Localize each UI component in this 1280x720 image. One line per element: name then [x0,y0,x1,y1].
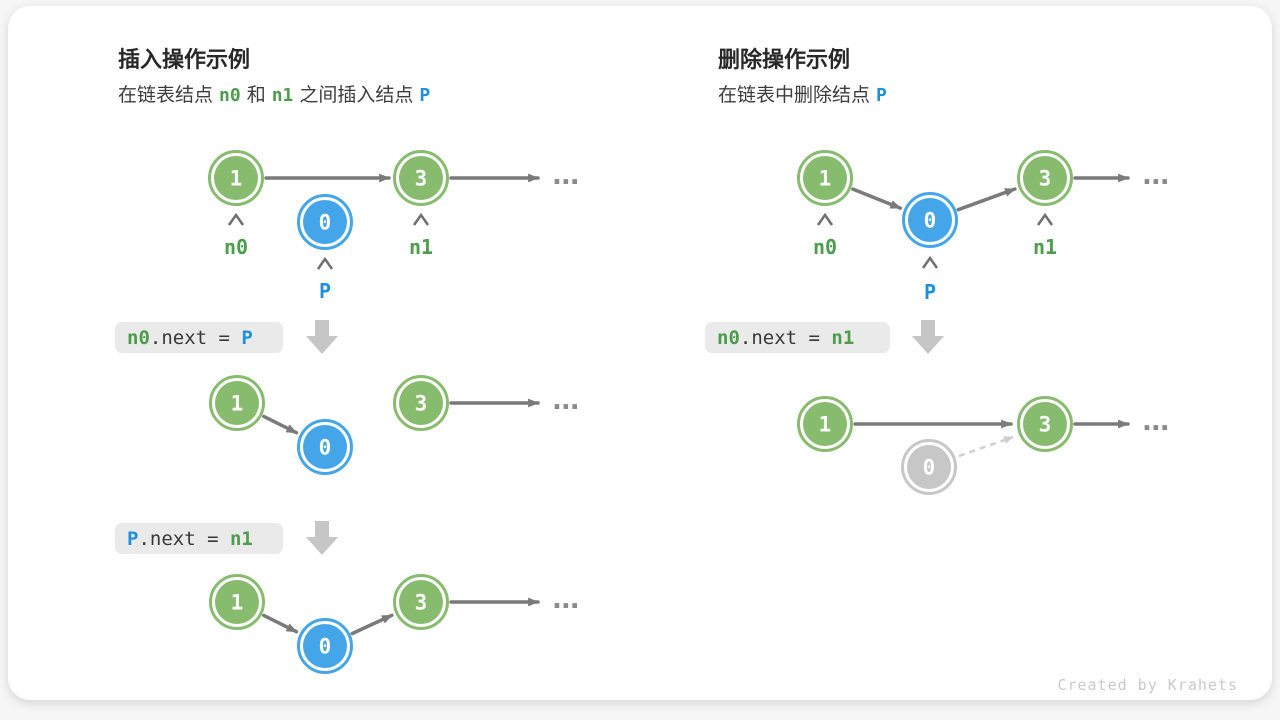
insert-row3-node-3: 3 [393,574,449,630]
insert-subtitle-prefix: 在链表结点 [118,85,214,106]
insert-row1-label-p: P [319,279,331,303]
delete-row1-node-3-value: 3 [1039,167,1052,191]
delete-row2-node-0-value: 0 [923,456,936,480]
insert-row3-arrow-0-to-3 [350,613,394,636]
delete-code1-text: n0.next = n1 [717,327,854,349]
insert-row3-ellipsis: ... [552,585,579,615]
insert-subtitle-and: 和 [246,85,266,106]
insert-code2-text: P.next = n1 [127,528,253,550]
insert-row3-node-1: 1 [209,574,265,630]
insert-subtitle-var-n1: n1 [271,85,294,106]
insert-row3-node-3-value: 3 [415,591,428,615]
insert-code1-text: n0.next = P [127,327,253,349]
insert-row1-caret-n1-icon [412,212,430,226]
insert-step2-down-arrow-icon [306,521,338,555]
insert-row3: 1 0 3 ... [209,574,580,674]
delete-row1-label-n1: n1 [1033,235,1057,259]
insert-row1-node-0: 0 [297,194,353,250]
delete-subtitle-var-p: P [876,85,887,106]
delete-row2: 1 0 3 ... [797,396,1170,495]
insert-code2: P.next = n1 [115,521,338,555]
insert-row2-node-1: 1 [209,375,265,431]
insert-row2-node-3-value: 3 [415,392,428,416]
delete-row1: 1 0 3 n0 n1 P ... [797,150,1170,304]
insert-step1-down-arrow-icon [306,320,338,354]
insert-row3-node-0-value: 0 [319,635,332,659]
insert-code2-box [115,523,283,554]
insert-row2: 1 0 3 ... [209,375,580,475]
delete-step1-down-arrow-icon [912,320,944,354]
insert-code1-box [115,322,283,353]
delete-subtitle-prefix: 在链表中删除结点 [718,85,871,106]
delete-panel-title: 删除操作示例 [718,47,851,72]
insert-row1-caret-p-icon [316,256,334,270]
delete-code1: n0.next = n1 [705,320,944,354]
insert-row1-label-n0: n0 [224,235,248,259]
insert-row2-arrow-1-to-0 [262,414,299,435]
delete-row1-caret-n0-icon [816,212,834,226]
delete-row1-arrow-0-to-3 [956,187,1017,212]
insert-row1-ellipsis: ... [552,161,579,191]
delete-row1-caret-n1-icon [1036,212,1054,226]
delete-row2-node-0-removed: 0 [901,439,957,495]
insert-row2-node-3: 3 [393,375,449,431]
insert-subtitle-middle: 之间插入结点 [299,85,414,106]
delete-row1-node-1: 1 [797,150,853,206]
delete-row1-node-1-value: 1 [819,167,832,191]
insert-row2-node-1-value: 1 [231,392,244,416]
delete-row2-node-3-value: 3 [1039,413,1052,437]
delete-row2-node-1: 1 [797,396,853,452]
delete-row1-node-3: 3 [1017,150,1073,206]
delete-code1-box [705,322,890,353]
delete-row1-arrow-1-to-0 [851,187,903,210]
insert-row2-ellipsis: ... [552,386,579,416]
delete-row1-label-p: P [924,280,936,304]
insert-subtitle-var-p: P [419,85,431,106]
insert-code1: n0.next = P [115,320,338,354]
insert-row3-node-1-value: 1 [231,591,244,615]
insert-row1-node-3: 3 [393,150,449,206]
delete-row2-node-1-value: 1 [819,413,832,437]
delete-row1-label-n0: n0 [813,235,837,259]
insert-row1-node-1-value: 1 [230,167,243,191]
insert-row1: 1 3 0 n0 n1 P ... [208,150,580,303]
delete-row2-dashed-arrow-0-to-3 [958,435,1014,458]
insert-row1-node-1: 1 [208,150,264,206]
insert-diagram: 1 3 0 n0 n1 P ... n0.next = P [115,150,580,674]
insert-row3-arrow-1-to-0 [262,613,299,634]
delete-row1-ellipsis: ... [1142,161,1169,191]
credit-text: Created by Krahets [1057,676,1238,694]
insert-row2-node-0-value: 0 [319,436,332,460]
insert-row1-caret-n0-icon [227,212,245,226]
insert-row1-label-n1: n1 [409,235,433,259]
delete-diagram: 1 0 3 n0 n1 P ... n0.next = n1 [705,150,1170,495]
delete-row2-ellipsis: ... [1142,407,1169,437]
insert-row2-node-0: 0 [297,419,353,475]
insert-panel-title: 插入操作示例 [118,47,251,72]
delete-row2-node-3: 3 [1017,396,1073,452]
delete-row1-node-0: 0 [902,192,958,248]
insert-row3-node-0: 0 [297,618,353,674]
insert-row1-node-0-value: 0 [319,211,332,235]
delete-row1-node-0-value: 0 [924,209,937,233]
insert-subtitle-var-n0: n0 [219,85,241,106]
delete-row1-caret-p-icon [921,255,939,269]
insert-row1-node-3-value: 3 [415,167,428,191]
